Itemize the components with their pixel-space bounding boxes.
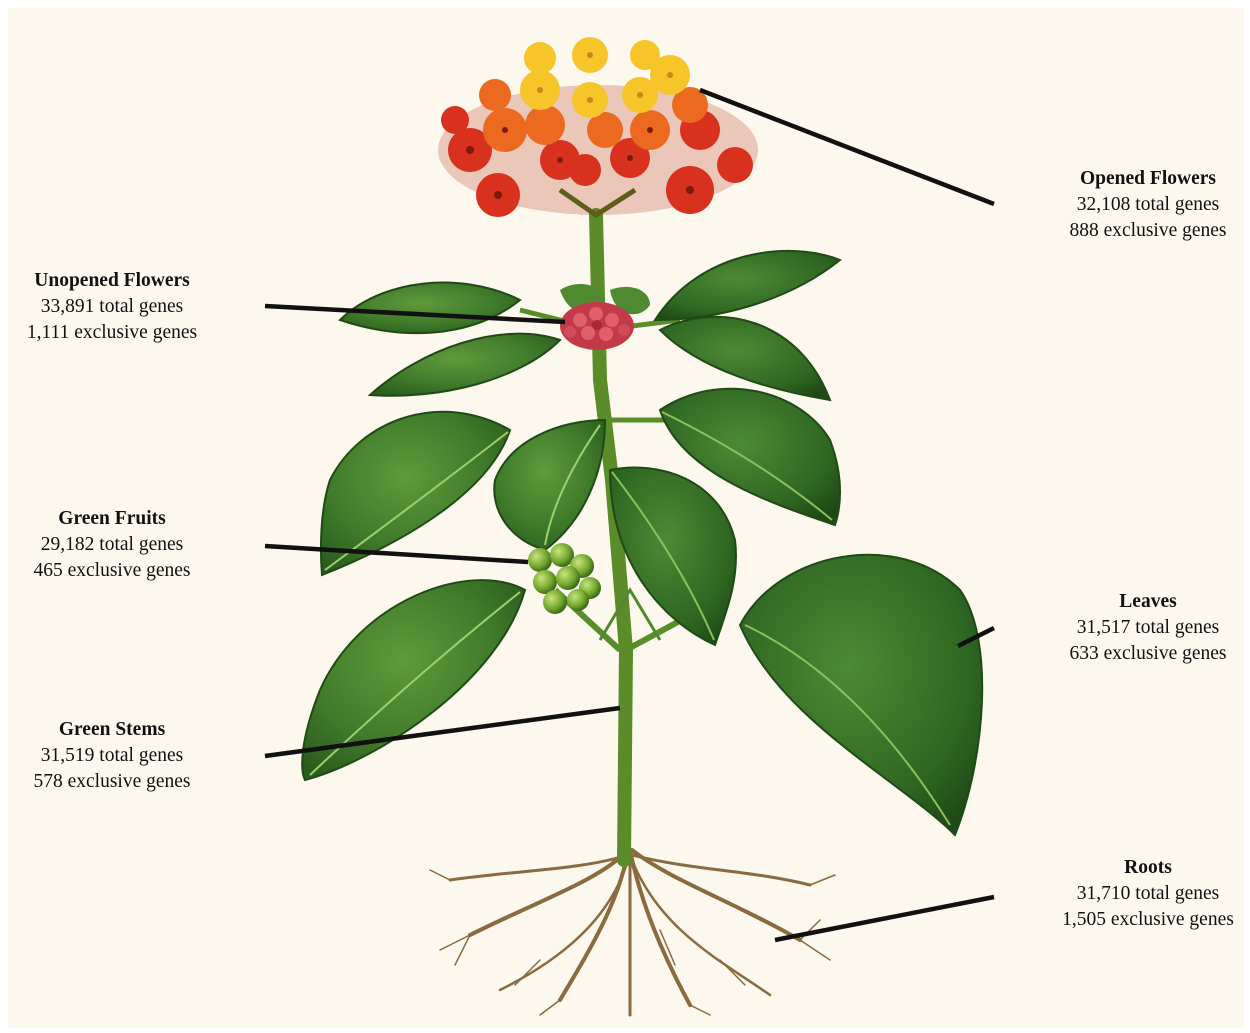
leader-line-green-fruits (265, 546, 528, 562)
label-leaves-total: 31,517 total genes (1048, 615, 1248, 641)
label-roots: Roots 31,710 total genes 1,505 exclusive… (1048, 855, 1248, 933)
label-leaves: Leaves 31,517 total genes 633 exclusive … (1048, 589, 1248, 667)
label-opened-flowers-name: Opened Flowers (1048, 166, 1248, 192)
label-roots-name: Roots (1048, 855, 1248, 881)
roots-drawing (430, 850, 835, 1015)
label-green-stems: Green Stems 31,519 total genes 578 exclu… (10, 717, 214, 795)
label-green-fruits: Green Fruits 29,182 total genes 465 excl… (10, 506, 214, 584)
label-green-fruits-name: Green Fruits (10, 506, 214, 532)
label-unopened-flowers: Unopened Flowers 33,891 total genes 1,11… (10, 268, 214, 346)
label-opened-flowers-total: 32,108 total genes (1048, 192, 1248, 218)
leaves-drawing (302, 251, 982, 835)
label-green-fruits-exclusive: 465 exclusive genes (10, 558, 214, 584)
label-roots-total: 31,710 total genes (1048, 881, 1248, 907)
label-green-stems-name: Green Stems (10, 717, 214, 743)
label-green-stems-total: 31,519 total genes (10, 743, 214, 769)
label-opened-flowers: Opened Flowers 32,108 total genes 888 ex… (1048, 166, 1248, 244)
label-unopened-flowers-exclusive: 1,111 exclusive genes (10, 320, 214, 346)
label-leaves-exclusive: 633 exclusive genes (1048, 641, 1248, 667)
unopened-flowers-drawing (560, 302, 634, 350)
label-green-fruits-total: 29,182 total genes (10, 532, 214, 558)
label-green-stems-exclusive: 578 exclusive genes (10, 769, 214, 795)
label-opened-flowers-exclusive: 888 exclusive genes (1048, 218, 1248, 244)
leader-line-roots (775, 897, 994, 940)
opened-flowers-drawing (438, 37, 758, 217)
label-unopened-flowers-name: Unopened Flowers (10, 268, 214, 294)
green-fruits-drawing (528, 543, 601, 614)
label-roots-exclusive: 1,505 exclusive genes (1048, 907, 1248, 933)
label-unopened-flowers-total: 33,891 total genes (10, 294, 214, 320)
label-leaves-name: Leaves (1048, 589, 1248, 615)
